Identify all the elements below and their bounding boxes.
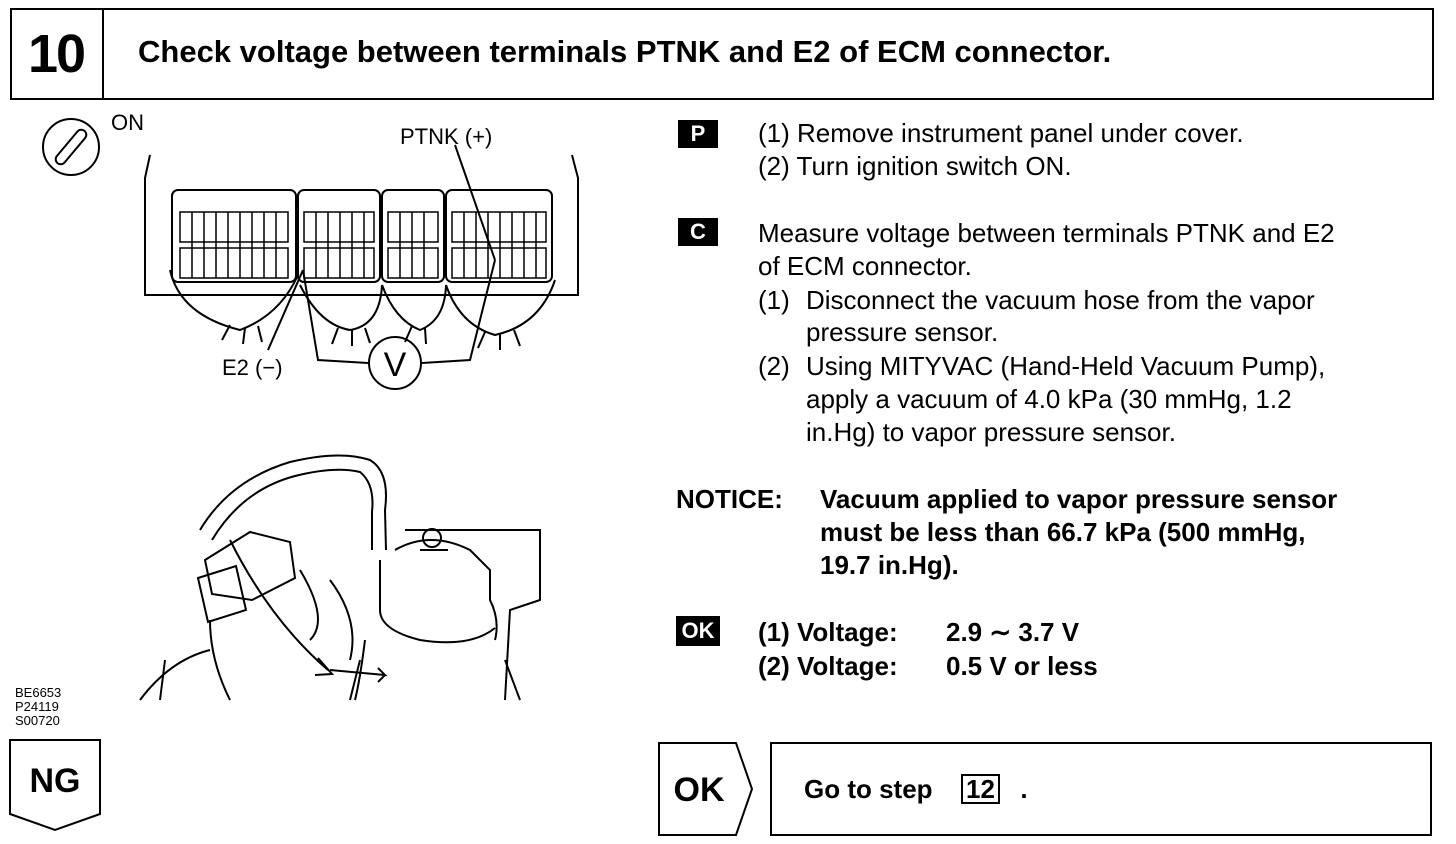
check-intro-1: Measure voltage between terminals PTNK a… (758, 218, 1335, 248)
check-badge: C (678, 218, 718, 246)
goto-step-link[interactable]: 12 (961, 774, 1000, 804)
prepare-line-2: (2) Turn ignition switch ON. (758, 151, 1072, 181)
ng-tag: NG (9, 739, 101, 832)
notice-line-2: must be less than 66.7 kPa (500 mmHg, (820, 517, 1306, 547)
prepare-badge: P (678, 120, 718, 148)
ok-arrow-label: OK (674, 771, 725, 809)
goto-box (770, 742, 1432, 836)
check-step2-num: (2) (758, 351, 790, 381)
figure-code-3: S00720 (15, 713, 60, 728)
ok-spec-badge: OK (676, 616, 720, 646)
check-step1-num: (1) (758, 285, 790, 315)
ignition-switch-icon (42, 118, 100, 176)
check-step2-line-3: in.Hg) to vapor pressure sensor. (806, 417, 1176, 447)
step-header (10, 8, 1434, 100)
check-step1-line-1: Disconnect the vacuum hose from the vapo… (806, 285, 1315, 315)
ignition-on-label: ON (111, 110, 144, 135)
diagram-illustration: ON (42, 110, 579, 701)
figure-code-2: P24119 (15, 699, 59, 714)
figure-code-1: BE6653 (15, 685, 62, 700)
goto-prefix: Go to step (804, 774, 933, 804)
notice-label: NOTICE: (676, 484, 783, 514)
ok-spec-row2-label: (2) Voltage: (758, 651, 898, 681)
step-number: 10 (10, 8, 104, 100)
voltmeter-symbol: V (384, 346, 407, 384)
check-step1-line-2: pressure sensor. (806, 317, 999, 347)
ok-arrow-tag: OK (658, 742, 754, 836)
ok-spec-row1-label: (1) Voltage: (758, 617, 898, 647)
step-title: Check voltage between terminals PTNK and… (138, 34, 1112, 69)
goto-text: Go to step 12 . (804, 773, 1028, 806)
ecm-connector-drawing (144, 154, 579, 350)
ng-label: NG (30, 762, 81, 800)
goto-suffix: . (1020, 774, 1028, 804)
ok-spec-row1-value: 2.9 ∼ 3.7 V (946, 617, 1080, 647)
check-step2-line-1: Using MITYVAC (Hand-Held Vacuum Pump), (806, 351, 1326, 381)
prepare-line-1: (1) Remove instrument panel under cover. (758, 118, 1244, 148)
ok-spec-row2-value: 0.5 V or less (946, 651, 1098, 681)
notice-line-3: 19.7 in.Hg). (820, 550, 959, 580)
vapor-sensor-drawing (139, 454, 541, 701)
e2-label: E2 (−) (222, 355, 283, 380)
check-step2-line-2: apply a vacuum of 4.0 kPa (30 mmHg, 1.2 (806, 384, 1292, 414)
notice-line-1: Vacuum applied to vapor pressure sensor (820, 484, 1338, 514)
check-intro-2: of ECM connector. (758, 251, 972, 281)
ptnk-label: PTNK (+) (400, 124, 492, 149)
